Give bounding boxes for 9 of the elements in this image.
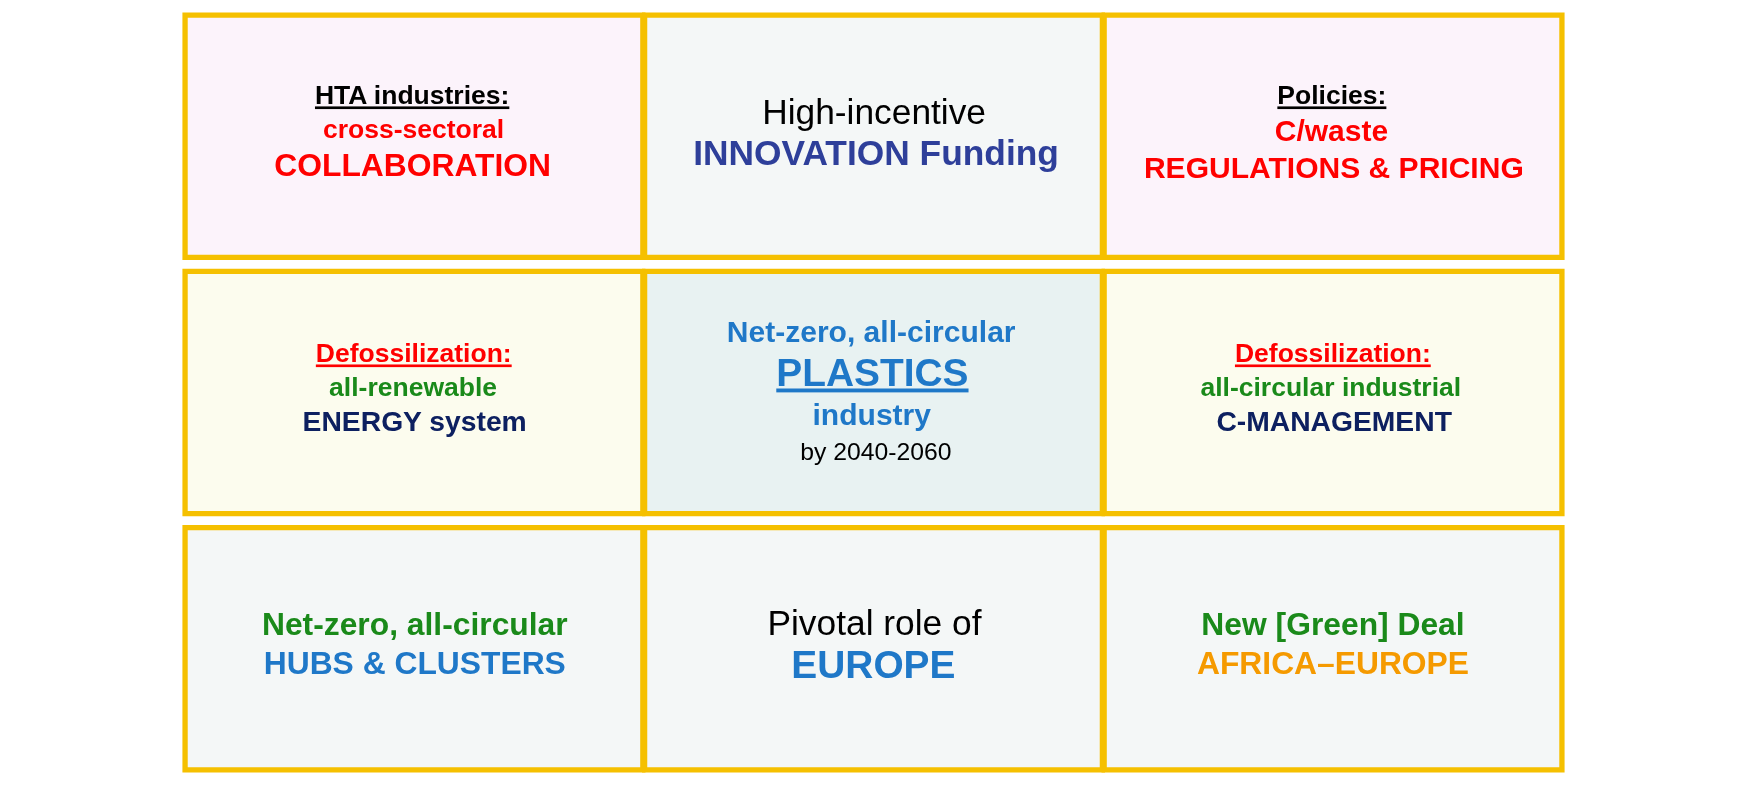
node-box: Defossilization: all-renewable ENERGY system bbox=[181, 268, 645, 517]
node-box: Pivotal role of EUROPE bbox=[641, 525, 1105, 773]
node-box: New [Green] Deal AFRICA–EUROPE bbox=[1101, 525, 1565, 773]
node-box: Policies: C/waste REGULATIONS & PRICING bbox=[1101, 12, 1565, 260]
node-box: Net-zero, all-circular PLASTICS industry by 2040-2060 bbox=[641, 268, 1105, 517]
node-box: Defossilization: all-circular industrial C-MANAGEMENT bbox=[1101, 268, 1565, 517]
node-box: Net-zero, all-circular HUBS & CLUSTERS bbox=[181, 525, 645, 773]
node-box: HTA industries: cross-sectoral COLLABORATION bbox=[181, 12, 645, 260]
node-box: High-incentive INNOVATION Funding bbox=[641, 12, 1105, 260]
